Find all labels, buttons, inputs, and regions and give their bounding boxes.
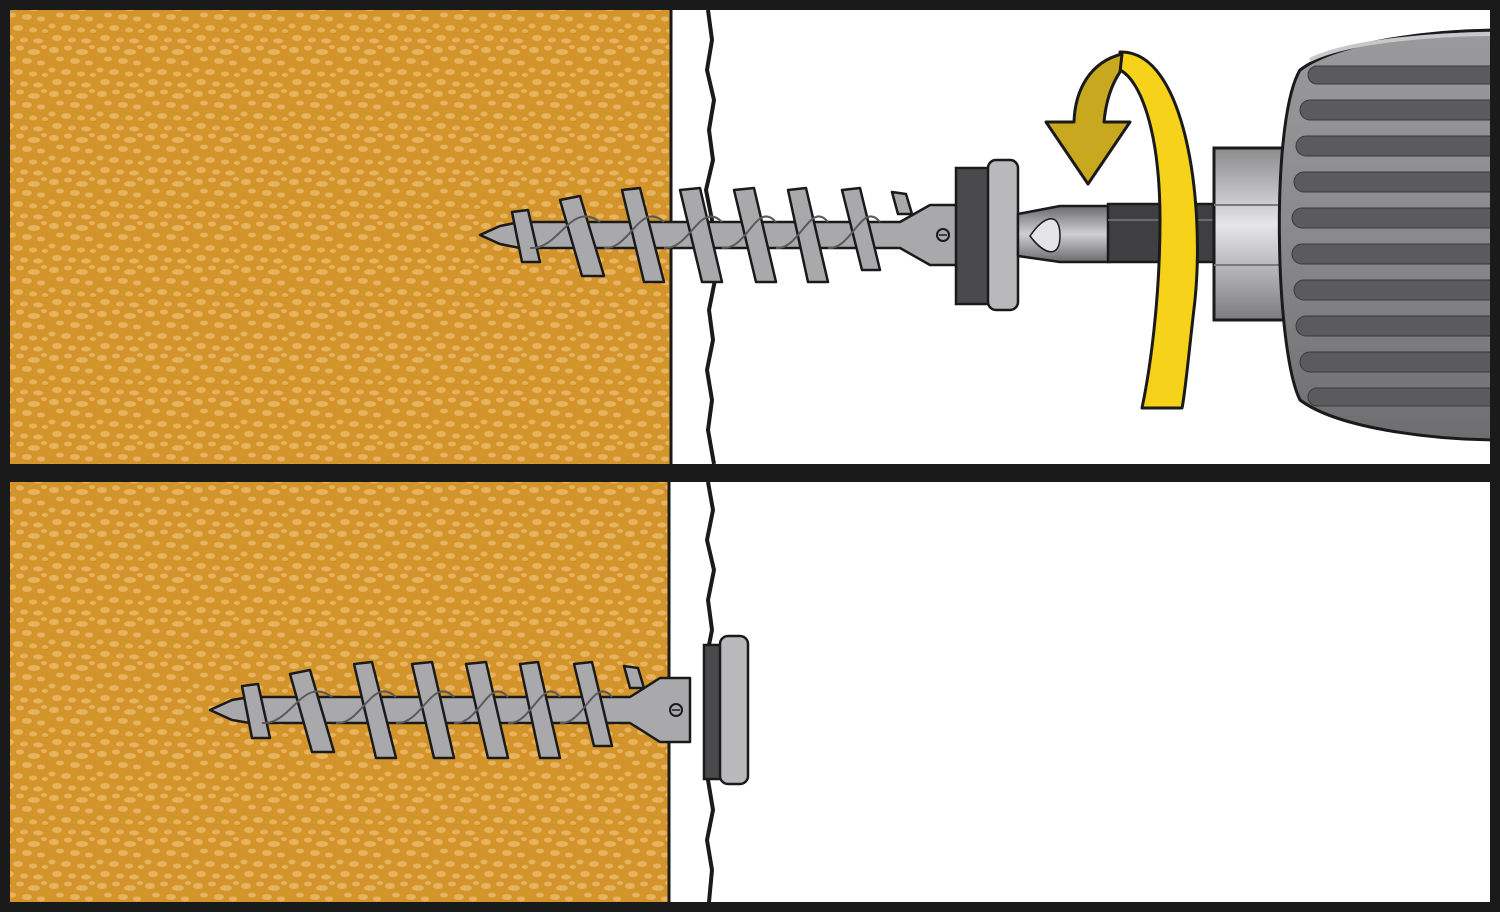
insulation-icon [10,482,669,902]
drill-chuck [1212,146,1288,322]
anchor-head [986,158,1020,312]
rotation-arrow-icon [1044,50,1199,410]
panel-top [10,9,1490,465]
anchor-washer [954,166,994,306]
panel-divider [0,464,1500,482]
drill-icon [1212,28,1490,442]
panel-bottom [10,481,1490,903]
screw-anchor-icon [478,158,1020,312]
screw-anchor-icon [208,634,750,786]
drill-body [1277,28,1490,442]
anchor-head [718,634,750,786]
